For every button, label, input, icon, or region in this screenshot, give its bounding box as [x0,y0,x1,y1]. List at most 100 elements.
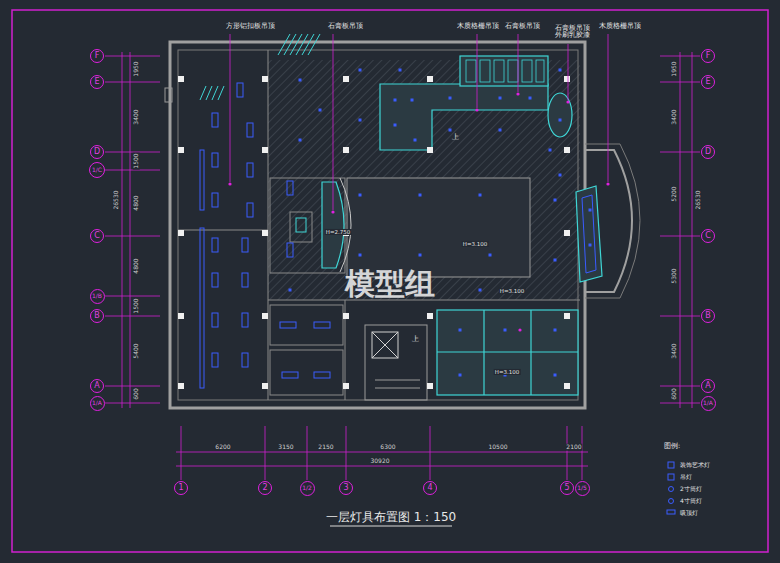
panel-light [242,313,248,327]
downlight [359,254,362,257]
watermark: 模型组 [345,267,435,300]
axis-label: F [95,52,100,60]
axis-bubble: F [701,49,715,63]
dimension: 2100 [565,444,582,451]
column [564,313,570,319]
dimension: 3400 [671,108,678,125]
axis-label: 4 [427,484,432,492]
light-strip [200,228,204,388]
downlight [504,329,507,332]
axis-label: C [94,232,100,240]
column [262,147,268,153]
axis-label: 1/B [92,293,102,299]
axis-label: 5 [564,484,569,492]
axis-bubble: D [701,145,715,159]
dimension: 26530 [695,189,702,210]
ceiling-height: H=3.100 [494,369,521,375]
callout-text: 方形铝扣板吊顶 [226,23,275,30]
column [178,230,184,236]
panel-light [212,113,218,127]
dimension: 1950 [671,60,678,77]
downlight [554,374,557,377]
column [427,76,433,82]
axis-bubble: A [90,379,104,393]
column [427,383,433,389]
axis-bubble: 3 [339,481,353,495]
axis-label: F [706,52,711,60]
column [178,383,184,389]
dimension: 5200 [671,185,678,202]
axis-label: 1 [178,484,183,492]
drawing-title: 一层灯具布置图 1：150 [326,511,456,524]
downlight [559,69,562,72]
axis-bubble: 5 [560,481,574,495]
downlight [319,109,322,112]
panel-light [212,153,218,167]
dimension: 1500 [133,152,140,169]
panel-light [314,372,330,378]
dimension: 1500 [133,297,140,314]
dimension: 600 [133,387,140,400]
axis-bubble: B [701,309,715,323]
dimension: 10500 [487,444,508,451]
downlight [394,124,397,127]
column [178,313,184,319]
panel-light [242,238,248,252]
downlight [299,139,302,142]
downlight [289,289,292,292]
dimension: 1950 [133,60,140,77]
light-strip [200,150,204,210]
axis-label: E [705,78,710,86]
downlight [299,79,302,82]
panel-light [212,273,218,287]
axis-label: 1/2 [302,485,312,491]
column [262,383,268,389]
axis-label: 1/A [92,400,102,406]
column [343,383,349,389]
axis-bubble: A [701,379,715,393]
axis-bubble: B [90,309,104,323]
dimension: 26530 [113,189,120,210]
downlight [499,129,502,132]
panel-light [280,322,296,328]
column [564,230,570,236]
downlight [499,97,502,100]
downlight [359,194,362,197]
downlight [554,199,557,202]
panel-light [212,193,218,207]
legend-text: 吸顶灯 [680,510,698,517]
downlight [399,69,402,72]
downlight [479,194,482,197]
dimension: 4800 [133,194,140,211]
axis-bubble: 1/A [90,396,105,411]
axis-label: A [705,382,710,390]
dimension: 6200 [214,444,231,451]
legend-text: 2寸筒灯 [680,486,702,493]
legend-heading: 图例: [664,443,680,450]
panel-light [247,123,253,137]
stair-direction: 上 [452,134,459,142]
downlight [449,129,452,132]
stair-direction: 上 [412,336,419,344]
column [178,147,184,153]
legend-text: 吊灯 [680,474,692,481]
dimension: 6300 [379,444,396,451]
column [427,147,433,153]
dimension: 3150 [277,444,294,451]
column [262,76,268,82]
axis-bubble: D [90,145,104,159]
callout-text: 木质格栅吊顶 [457,23,499,30]
panel-light [242,273,248,287]
ceiling-height: H=3.100 [499,288,526,294]
downlight [459,329,462,332]
column [262,313,268,319]
downlight [419,254,422,257]
downlight [394,99,397,102]
column [343,313,349,319]
downlight [554,329,557,332]
panel-light [282,372,298,378]
axis-label: D [94,148,100,156]
downlight [359,69,362,72]
axis-label: 1/5 [577,485,587,491]
panel-light [212,238,218,252]
